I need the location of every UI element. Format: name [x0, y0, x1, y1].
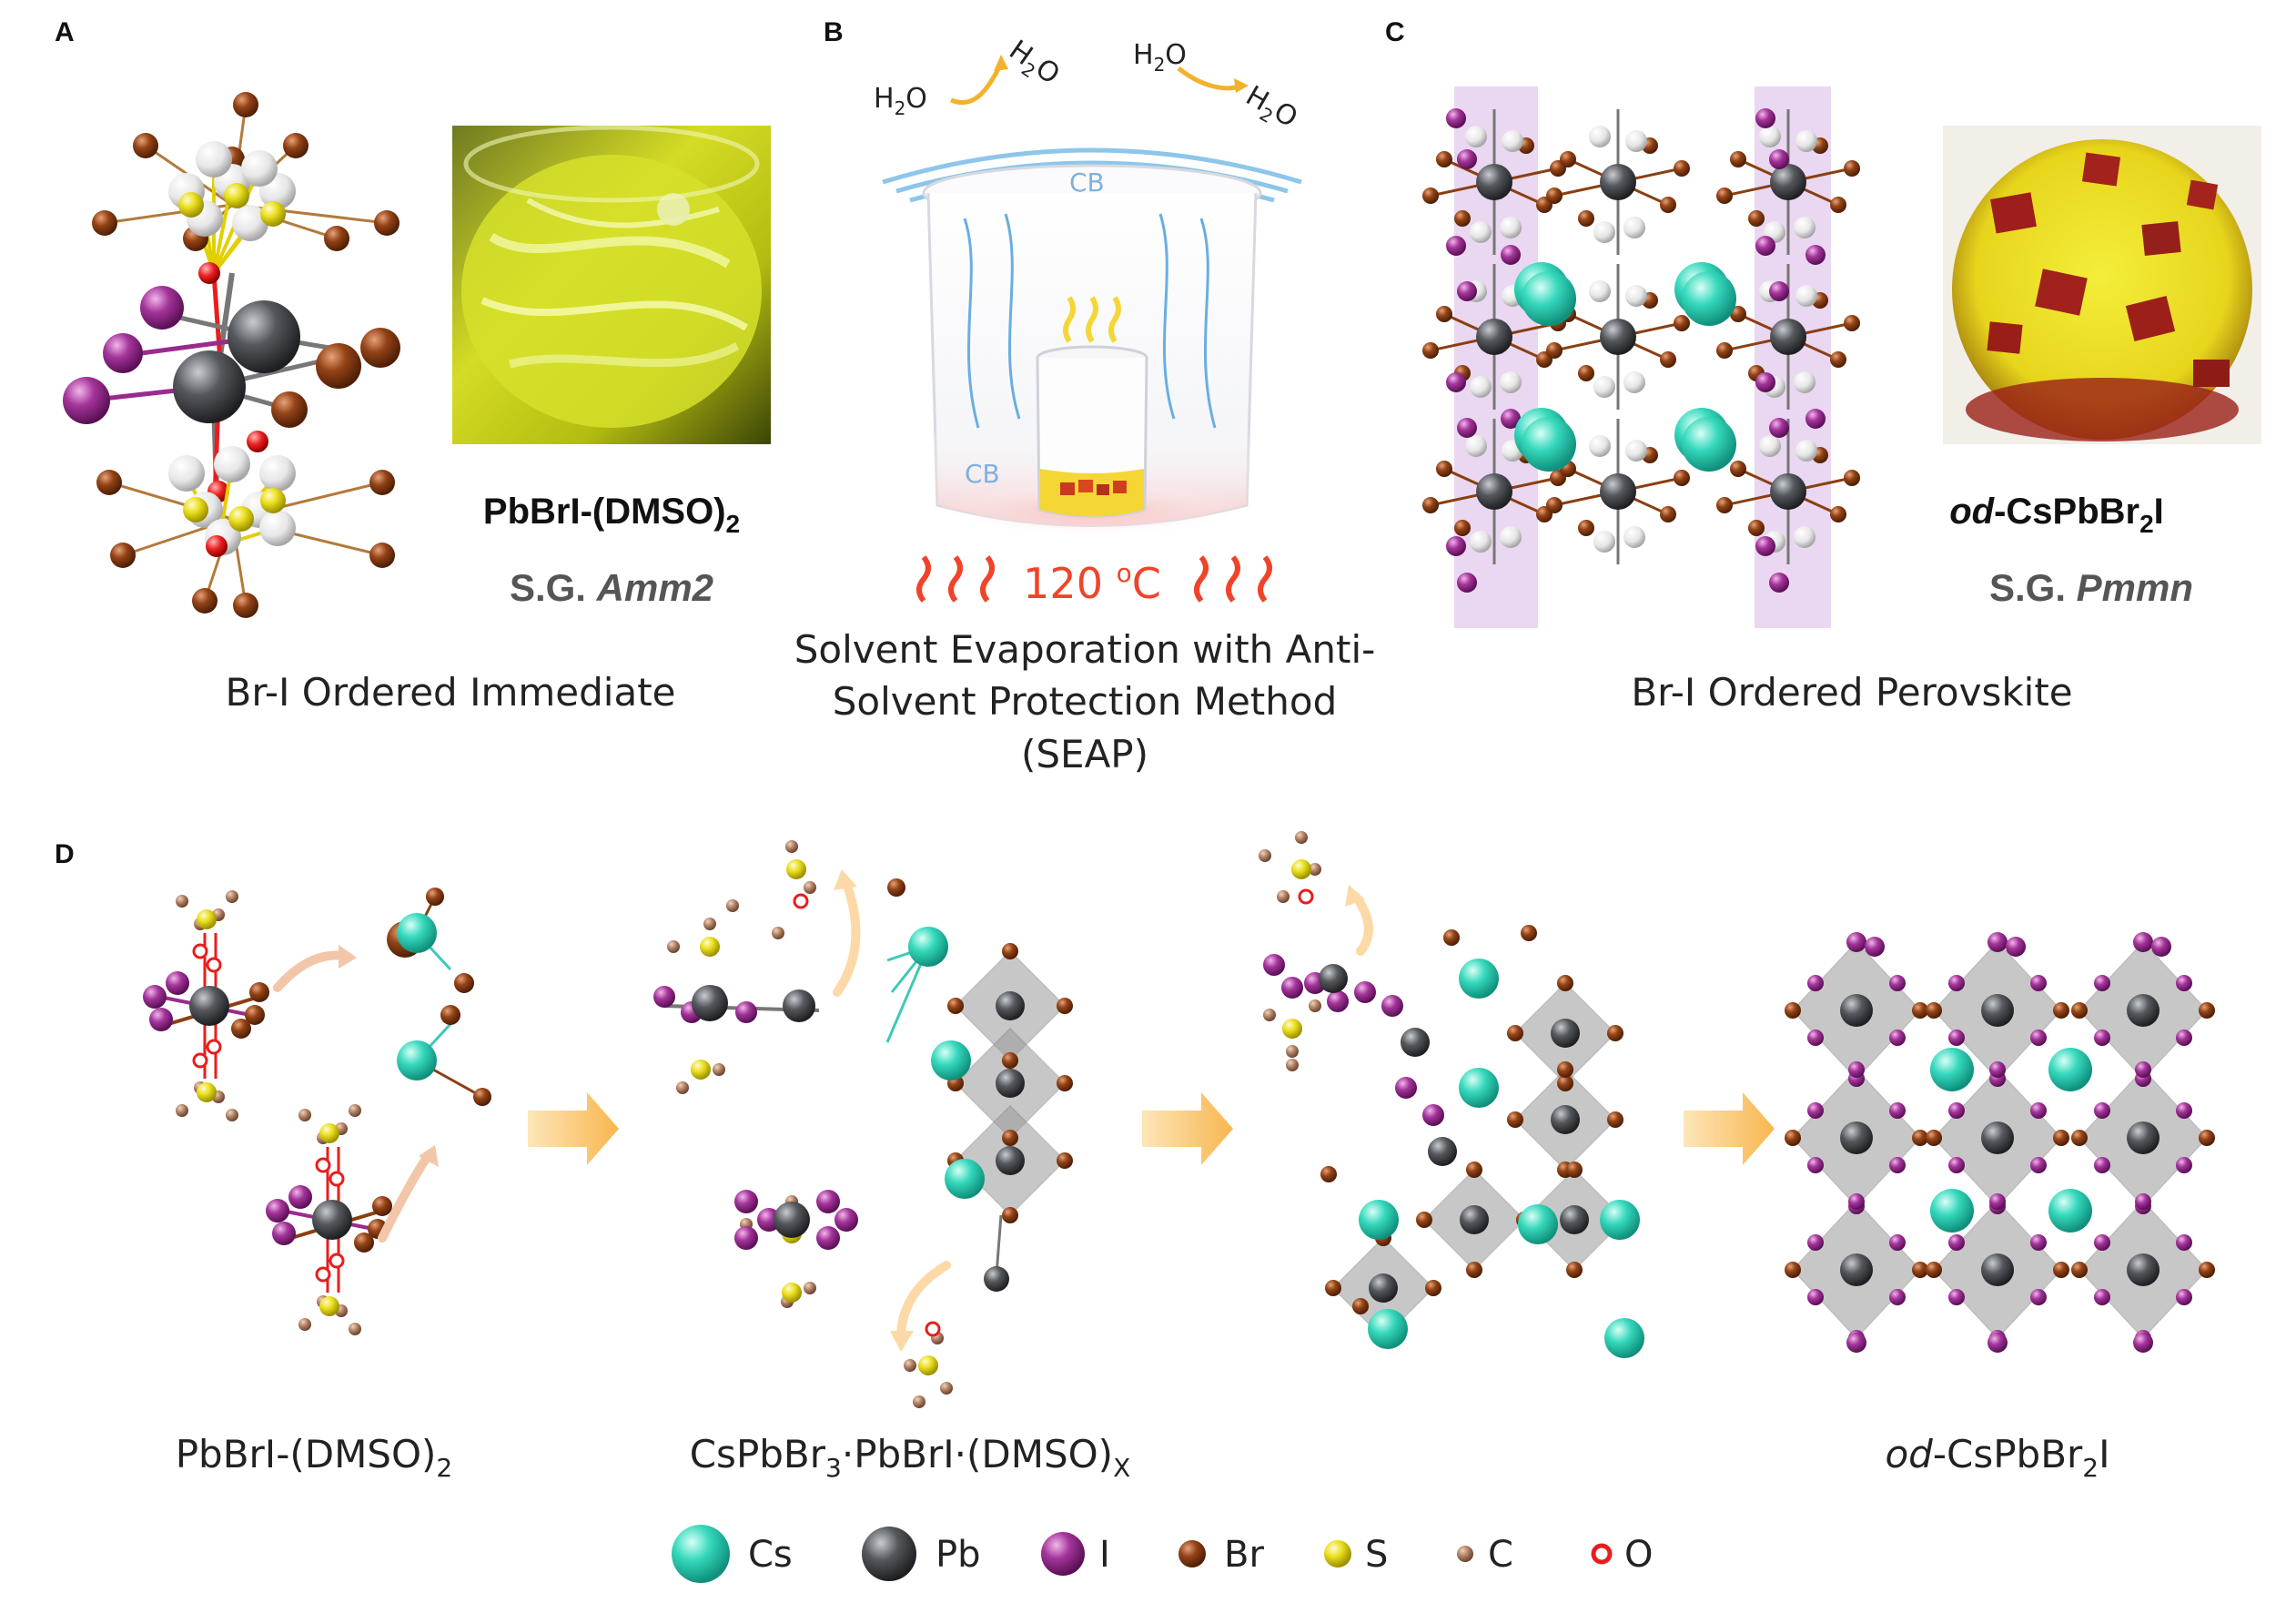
stage1-caption: PbBrI-(DMSO)2 [176, 1432, 453, 1483]
process-arrow-1 [528, 1092, 619, 1165]
element-legend: Cs Pb I Br S C O [672, 1525, 1653, 1583]
cb-label-top: CB [1069, 167, 1105, 198]
stage3-caption: od-CsPbBr2I [1885, 1432, 2109, 1483]
process-arrow-2 [1142, 1092, 1233, 1165]
panel-b-caption-line1: Solvent Evaporation with Anti- [794, 627, 1376, 672]
panel-c-space-group: S.G. Pmmn [1989, 566, 2193, 609]
legend-c-swatch [1457, 1546, 1473, 1562]
panel-d-stage3-structure [1259, 831, 1644, 1358]
panel-b-caption-line3: (SEAP) [1021, 732, 1148, 776]
migration-arrows [273, 869, 1373, 1352]
panel-letter-a: A [55, 17, 75, 47]
panel-letter-b: B [824, 17, 844, 47]
legend-br-swatch [1178, 1540, 1206, 1567]
panel-a-formula: PbBrI-(DMSO)2 [483, 492, 740, 538]
panel-d-stage4-structure [1785, 932, 2215, 1353]
panel-c-photo [1943, 126, 2261, 444]
cb-label-bottom: CB [965, 459, 1000, 489]
legend-i-label: I [1099, 1534, 1110, 1576]
water-label-3: H2O [1133, 39, 1187, 76]
legend-s-swatch [1324, 1540, 1351, 1567]
panel-a-caption: Br-I Ordered Immediate [226, 670, 676, 715]
panel-c-crystal-structure [1422, 86, 1860, 628]
temperature-label: 120 oC [1023, 558, 1161, 608]
water-label-2: H2O [1001, 34, 1066, 95]
process-arrow-3 [1684, 1092, 1775, 1165]
legend-s-label: S [1365, 1534, 1388, 1576]
panel-d-stage2-structure [653, 840, 1073, 1408]
panel-a-crystal-structure [63, 92, 400, 618]
panel-b-apparatus: H2O H2O H2O H2O CB CB [874, 34, 1303, 608]
legend-pb-swatch [862, 1527, 916, 1581]
panel-b-caption-line2: Solvent Protection Method [833, 679, 1338, 724]
water-label-4: H2O [1239, 80, 1303, 138]
panel-letter-c: C [1385, 17, 1405, 47]
water-label-1: H2O [874, 83, 927, 119]
legend-o-swatch [1591, 1543, 1613, 1565]
legend-cs-swatch [672, 1525, 730, 1583]
panel-a-space-group: S.G. Amm2 [510, 566, 713, 609]
legend-br-label: Br [1224, 1534, 1264, 1576]
panel-a-photo [452, 125, 771, 444]
stage2-caption: CsPbBr3·PbBrI·(DMSO)X [690, 1432, 1131, 1483]
panel-letter-d: D [55, 839, 75, 869]
legend-cs-label: Cs [748, 1534, 793, 1576]
legend-i-swatch [1041, 1532, 1085, 1576]
legend-o-label: O [1624, 1534, 1653, 1576]
panel-c-formula: od-CsPbBr2I [1949, 492, 2164, 538]
panel-c-caption: Br-I Ordered Perovskite [1631, 670, 2072, 715]
legend-pb-label: Pb [936, 1534, 981, 1576]
legend-c-label: C [1488, 1534, 1513, 1576]
